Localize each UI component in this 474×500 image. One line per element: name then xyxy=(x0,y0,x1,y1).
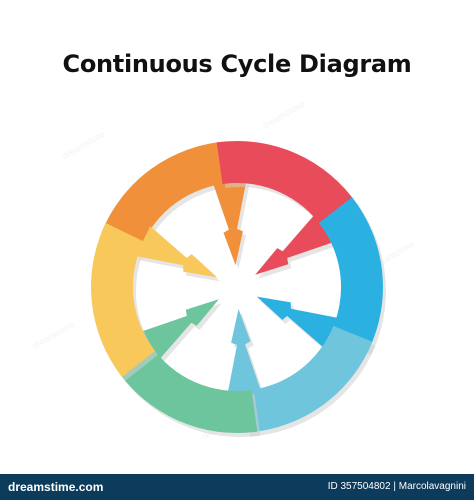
cycle-segment-5 xyxy=(116,299,261,438)
segment-band xyxy=(116,345,258,434)
cycle-segment-1 xyxy=(101,141,250,270)
segment-band xyxy=(319,197,383,351)
cycle-diagram xyxy=(91,140,386,438)
segment-band xyxy=(101,141,230,248)
segment-band xyxy=(244,326,373,433)
cycle-segment-2 xyxy=(216,140,361,279)
arrow-icon xyxy=(140,299,219,360)
cycle-segment-4 xyxy=(227,308,376,437)
diagram-title: Continuous Cycle Diagram xyxy=(62,50,412,78)
cycle-segments xyxy=(91,140,386,438)
arrow-icon xyxy=(135,226,218,278)
footer-bar: dreamstime.com ID 357504802 | Marcolavag… xyxy=(0,474,474,500)
cycle-segment-3 xyxy=(256,197,386,355)
arrow-icon xyxy=(213,181,247,266)
footer-separator: | xyxy=(393,481,399,492)
footer-image-id: ID 357504802 xyxy=(327,481,391,492)
arrow-icon xyxy=(227,308,261,393)
cycle-segment-6 xyxy=(91,223,221,381)
arrow-icon xyxy=(256,296,339,348)
segment-band xyxy=(91,223,155,377)
footer-site: dreamstime.com xyxy=(8,480,104,494)
segment-band xyxy=(216,140,358,229)
arrow-icon xyxy=(255,214,334,275)
footer-meta: ID 357504802 | Marcolavagnini xyxy=(328,481,466,492)
footer-author: Marcolavagnini xyxy=(398,481,466,492)
